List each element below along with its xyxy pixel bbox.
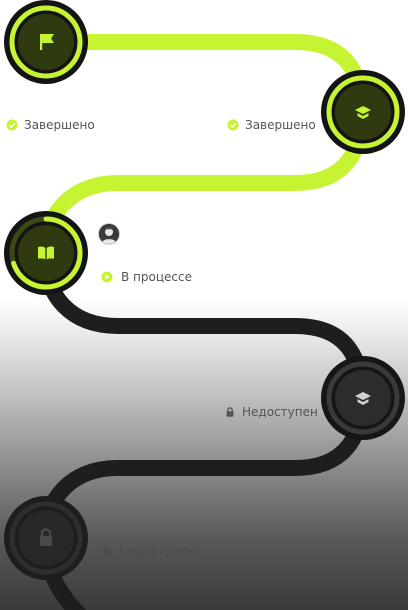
status-step-2: Завершено: [227, 118, 316, 132]
status-step-1-label: Завершено: [24, 118, 95, 132]
lock-icon: [40, 528, 52, 546]
progress-ring: [9, 216, 83, 290]
flag-icon: [40, 34, 54, 50]
roadmap-node-start[interactable]: [3, 0, 89, 86]
status-step-3: В процессе: [101, 270, 192, 284]
status-step-1: Завершено: [6, 118, 95, 132]
path-locked-segment: [36, 247, 371, 610]
roadmap-node-lesson-2[interactable]: [320, 70, 406, 156]
roadmap-node-locked-5[interactable]: [3, 496, 89, 582]
status-step-4: Недоступен: [224, 405, 318, 419]
status-step-5: Недоступен: [101, 544, 195, 558]
lock-icon: [101, 545, 113, 557]
lock-icon: [224, 406, 236, 418]
graduation-cap-icon: [355, 392, 371, 405]
open-book-icon: [38, 246, 54, 260]
path-completed-segment: [37, 34, 371, 263]
play-circle-icon: [101, 271, 113, 283]
user-avatar-icon[interactable]: [99, 224, 119, 244]
status-step-5-label: Недоступен: [119, 544, 195, 558]
status-step-3-label: В процессе: [121, 270, 192, 284]
status-step-4-label: Недоступен: [242, 405, 318, 419]
check-circle-icon: [6, 119, 18, 131]
graduation-cap-icon: [355, 106, 371, 119]
roadmap-node-current[interactable]: [3, 211, 89, 297]
status-step-2-label: Завершено: [245, 118, 316, 132]
check-circle-icon: [227, 119, 239, 131]
roadmap-node-locked-4[interactable]: [320, 356, 406, 442]
